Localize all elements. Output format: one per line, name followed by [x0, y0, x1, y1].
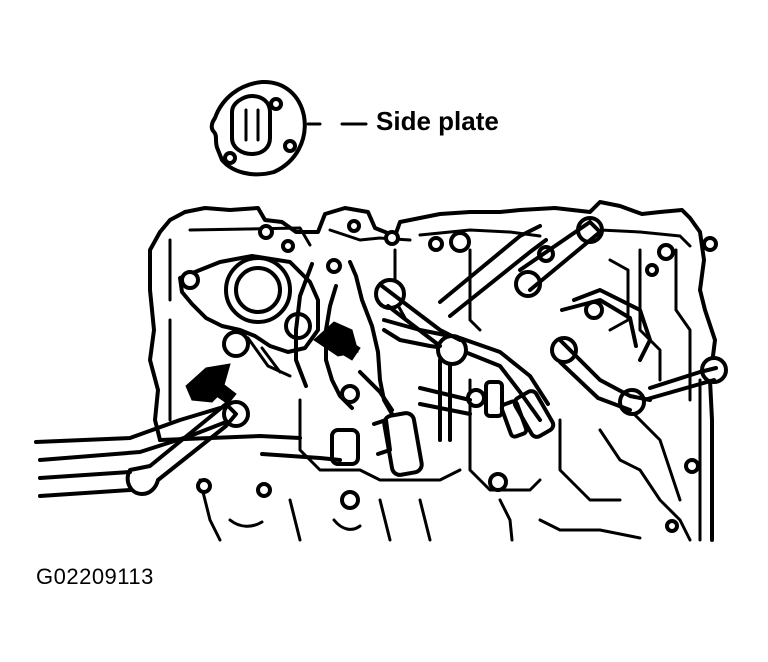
lower-harness — [34, 402, 342, 498]
connectors — [330, 380, 556, 477]
side-plate-label: Side plate — [376, 106, 499, 136]
side-plate-detail — [209, 79, 368, 177]
arrow-icon — [313, 321, 361, 361]
wiring-harness — [294, 260, 550, 442]
valve-body — [148, 200, 717, 542]
figure-id: G02209113 — [36, 564, 154, 589]
link-tubes — [380, 220, 718, 416]
arrow-icon — [185, 363, 237, 405]
